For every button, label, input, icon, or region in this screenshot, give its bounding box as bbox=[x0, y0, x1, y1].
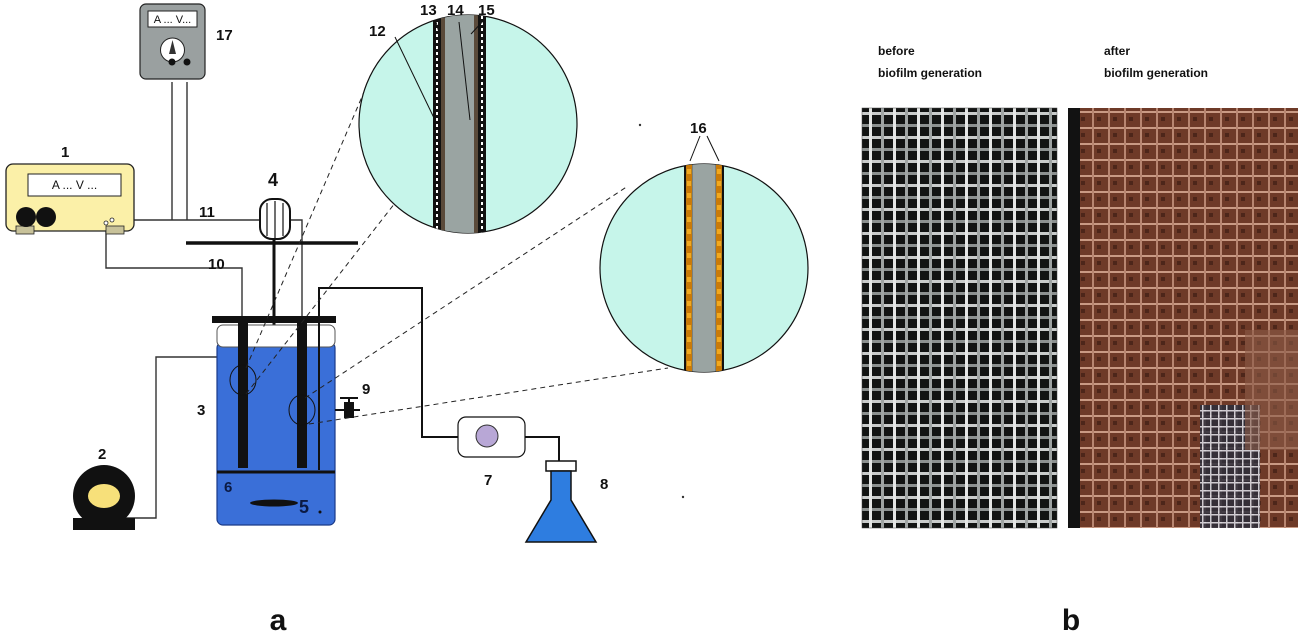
collection-flask bbox=[524, 460, 598, 543]
power-supply-display: A ... V ... bbox=[52, 178, 97, 192]
label-17: 17 bbox=[216, 27, 233, 44]
label-9: 9 bbox=[362, 381, 370, 398]
zoom-guides bbox=[245, 84, 669, 425]
feed-pump bbox=[73, 465, 135, 530]
after-caption-line1: after bbox=[1104, 44, 1130, 58]
label-8: 8 bbox=[600, 476, 608, 493]
label-12: 12 bbox=[369, 23, 386, 40]
label-4: 4 bbox=[268, 170, 278, 190]
label-14: 14 bbox=[447, 2, 464, 19]
label-2: 2 bbox=[98, 446, 106, 463]
label-15: 15 bbox=[478, 2, 495, 19]
effluent-pump bbox=[457, 416, 526, 458]
label-1: 1 bbox=[61, 144, 69, 161]
multimeter-display: A ... V... bbox=[154, 14, 192, 26]
photo-after-biofilm bbox=[1068, 108, 1298, 528]
zoom-view-biofilm-electrode bbox=[599, 135, 809, 373]
label-7: 7 bbox=[484, 472, 492, 489]
stray-dot bbox=[681, 495, 685, 499]
stray-dot bbox=[638, 123, 642, 127]
label-5: 5 bbox=[299, 497, 309, 517]
photo-before-biofilm bbox=[861, 107, 1058, 529]
panel-a-label: a bbox=[270, 604, 287, 637]
label-6: 6 bbox=[224, 479, 232, 496]
after-caption-line2: biofilm generation bbox=[1104, 66, 1208, 80]
panel-a: A ... V... 17 A ... V ... 1 bbox=[5, 2, 809, 637]
label-10: 10 bbox=[208, 256, 225, 273]
zoom-view-clean-electrode bbox=[358, 14, 578, 234]
before-caption-line2: biofilm generation bbox=[878, 66, 982, 80]
label-11: 11 bbox=[199, 204, 215, 221]
reactor-vessel bbox=[212, 316, 336, 526]
label-16: 16 bbox=[690, 120, 707, 137]
label-13: 13 bbox=[420, 2, 437, 19]
sampling-valve bbox=[335, 397, 360, 418]
label-3: 3 bbox=[197, 402, 205, 419]
panel-b: before biofilm generation after biofilm … bbox=[861, 44, 1298, 637]
panel-b-label: b bbox=[1062, 604, 1080, 637]
multimeter: A ... V... bbox=[139, 3, 206, 80]
power-supply: A ... V ... bbox=[5, 163, 135, 235]
before-caption-line1: before bbox=[878, 44, 915, 58]
